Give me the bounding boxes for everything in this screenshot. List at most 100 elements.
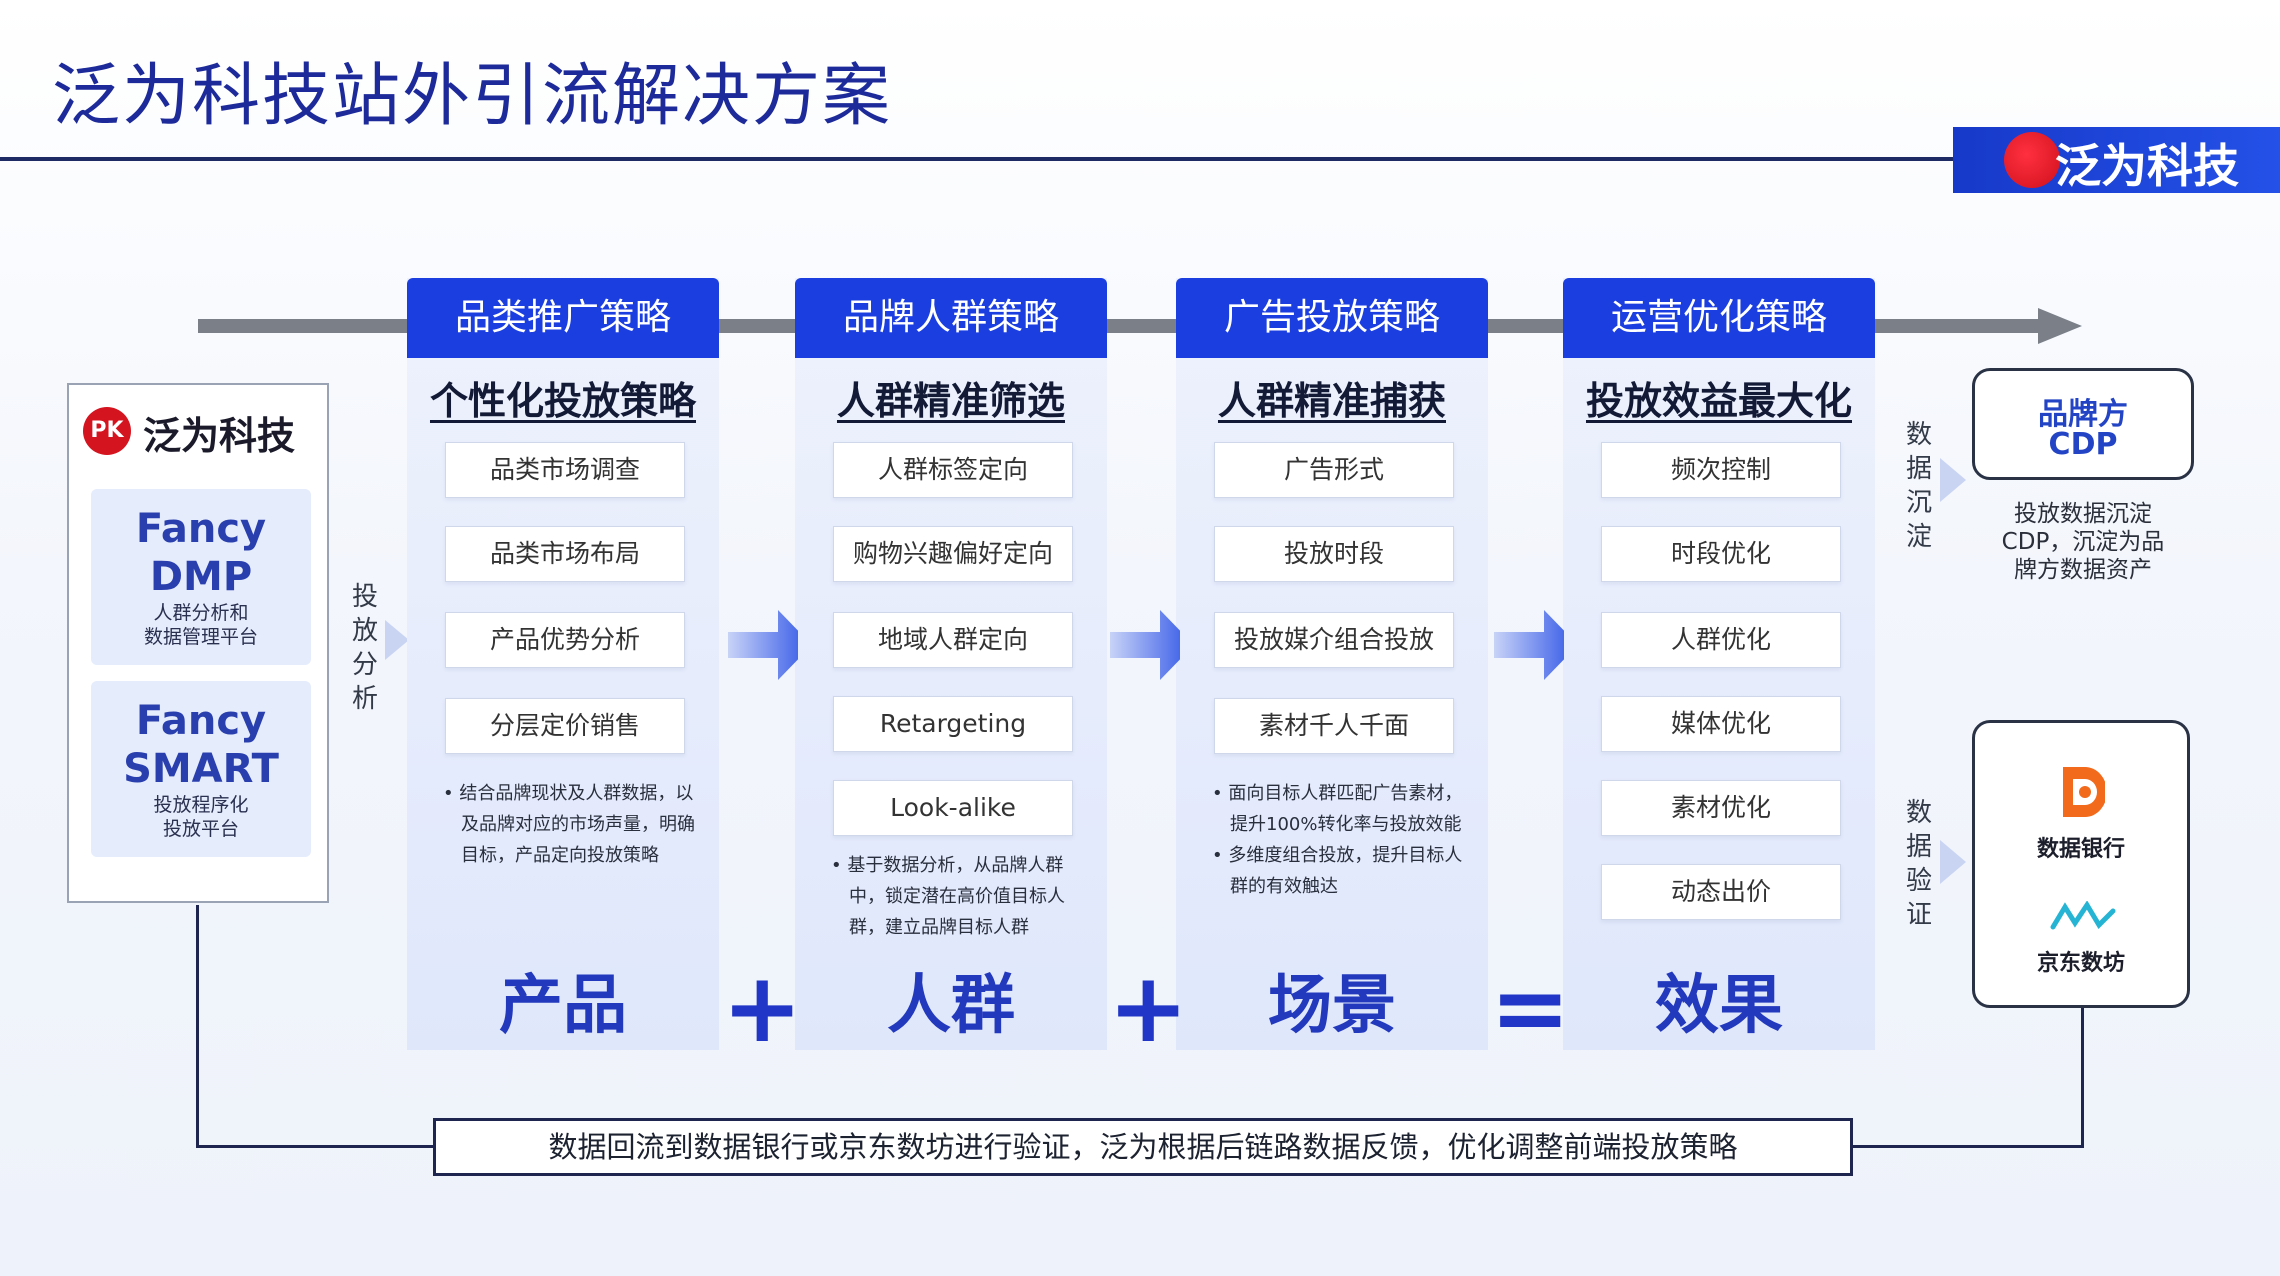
column-footer: 效果 bbox=[1655, 969, 1783, 1043]
strategy-column-audience: 品牌人群策略 人群精准筛选 人群标签定向 购物兴趣偏好定向 地域人群定向 Ret… bbox=[795, 278, 1107, 1050]
strategy-item: 频次控制 bbox=[1601, 442, 1841, 498]
column-subtitle: 个性化投放策略 bbox=[429, 379, 696, 423]
label-char: 据 bbox=[1905, 832, 1932, 862]
column-note: • 基于数据分析，从品牌人群中，锁定潜在高价值目标人群，建立品牌目标人群 bbox=[831, 850, 1099, 943]
card-desc-line2: 投放平台 bbox=[162, 818, 239, 840]
company-logo-icon: PK bbox=[83, 407, 131, 455]
platform-panel: PK 泛为科技 Fancy DMP 人群分析和 数据管理平台 Fancy SMA… bbox=[67, 383, 329, 903]
cdp-name: CDP bbox=[2048, 427, 2118, 462]
strategy-column-operations: 运营优化策略 投放效益最大化 频次控制 时段优化 人群优化 媒体优化 素材优化 … bbox=[1563, 278, 1875, 1050]
data-verify-label: 数 据 验 证 bbox=[1904, 796, 1934, 932]
card-name-line2: SMART bbox=[123, 746, 279, 792]
label-char: 验 bbox=[1905, 866, 1932, 896]
strategy-item: 品类市场调查 bbox=[445, 442, 685, 498]
jd-shufang-logo-icon bbox=[2050, 901, 2116, 930]
strategy-item: 广告形式 bbox=[1214, 442, 1454, 498]
label-char: 据 bbox=[1905, 454, 1932, 484]
partner-box: 数据银行 京东数坊 bbox=[1972, 720, 2190, 1008]
label-char: 数 bbox=[1905, 420, 1932, 450]
column-footer: 场景 bbox=[1268, 969, 1396, 1043]
label-char: 数 bbox=[1905, 798, 1932, 828]
chevron-right-icon bbox=[1110, 610, 1180, 680]
company-name: 泛为科技 bbox=[143, 414, 296, 458]
partner-name: 京东数坊 bbox=[2036, 951, 2125, 976]
strategy-item: 购物兴趣偏好定向 bbox=[833, 526, 1073, 582]
analysis-arrow-icon bbox=[385, 620, 409, 660]
label-char: 投 bbox=[351, 582, 378, 612]
strategy-item: Retargeting bbox=[833, 696, 1073, 752]
strategy-item: 投放媒介组合投放 bbox=[1214, 612, 1454, 668]
equals-operator: = bbox=[1490, 952, 1571, 1064]
column-header: 运营优化策略 bbox=[1563, 278, 1875, 358]
note-text: 基于数据分析，从品牌人群中，锁定潜在高价值目标人群，建立品牌目标人群 bbox=[847, 855, 1065, 938]
loop-connector-left bbox=[196, 905, 199, 1050]
fancy-dmp-card: Fancy DMP 人群分析和 数据管理平台 bbox=[91, 489, 311, 665]
loop-connector-right bbox=[2081, 1008, 2084, 1050]
data-bank-logo-icon bbox=[2063, 767, 2105, 817]
fancy-smart-card: Fancy SMART 投放程序化 投放平台 bbox=[91, 681, 311, 857]
label-char: 分 bbox=[351, 650, 378, 680]
strategy-item: 投放时段 bbox=[1214, 526, 1454, 582]
label-char: 证 bbox=[1905, 900, 1932, 930]
page-title: 泛为科技站外引流解决方案 bbox=[52, 57, 893, 136]
strategy-item: 分层定价销售 bbox=[445, 698, 685, 754]
card-desc-line2: 数据管理平台 bbox=[143, 626, 258, 648]
strategy-item: 地域人群定向 bbox=[833, 612, 1073, 668]
strategy-item: 人群优化 bbox=[1601, 612, 1841, 668]
label-char: 放 bbox=[351, 616, 378, 646]
timeline-arrowhead bbox=[2038, 308, 2082, 344]
label-char: 析 bbox=[351, 684, 378, 714]
chevron-right-icon bbox=[1494, 610, 1564, 680]
strategy-column-category: 品类推广策略 个性化投放策略 品类市场调查 品类市场布局 产品优势分析 分层定价… bbox=[407, 278, 719, 1050]
card-name-line1: Fancy bbox=[135, 698, 267, 744]
plus-operator: + bbox=[1108, 952, 1189, 1064]
strategy-item: 素材优化 bbox=[1601, 780, 1841, 836]
strategy-item: Look-alike bbox=[833, 780, 1073, 836]
column-note: • 面向目标人群匹配广告素材，提升100%转化率与投放效能 • 多维度组合投放，… bbox=[1212, 778, 1480, 902]
note-text: 面向目标人群匹配广告素材，提升100%转化率与投放效能 bbox=[1228, 783, 1463, 835]
note-line: 牌方数据资产 bbox=[2014, 557, 2152, 583]
strategy-item: 素材千人千面 bbox=[1214, 698, 1454, 754]
card-desc-line1: 投放程序化 bbox=[153, 794, 249, 816]
column-footer: 产品 bbox=[499, 969, 627, 1043]
brand-cdp-box: 品牌方 CDP bbox=[1972, 368, 2194, 480]
chevron-right-icon bbox=[728, 610, 798, 680]
note-text: 多维度组合投放，提升目标人群的有效触达 bbox=[1228, 845, 1463, 897]
note-row: • 多维度组合投放，提升目标人群的有效触达 bbox=[1212, 845, 1463, 897]
strategy-item: 媒体优化 bbox=[1601, 696, 1841, 752]
cdp-title: 品牌方 bbox=[2038, 397, 2128, 432]
analysis-label: 投 放 分 析 bbox=[350, 580, 380, 716]
note-row: • 面向目标人群匹配广告素材，提升100%转化率与投放效能 bbox=[1212, 783, 1463, 835]
deposit-arrow-icon bbox=[1940, 458, 1966, 502]
note-line: CDP，沉淀为品 bbox=[2001, 529, 2165, 555]
column-subtitle: 人群精准捕获 bbox=[1217, 379, 1446, 423]
strategy-item: 时段优化 bbox=[1601, 526, 1841, 582]
strategy-item: 产品优势分析 bbox=[445, 612, 685, 668]
column-subtitle: 投放效益最大化 bbox=[1585, 379, 1852, 423]
note-text: 结合品牌现状及人群数据，以及品牌对应的市场声量，明确目标，产品定向投放策略 bbox=[459, 783, 695, 866]
column-header: 品类推广策略 bbox=[407, 278, 719, 358]
strategy-column-ads: 广告投放策略 人群精准捕获 广告形式 投放时段 投放媒介组合投放 素材千人千面 … bbox=[1176, 278, 1488, 1050]
note-line: 投放数据沉淀 bbox=[2014, 501, 2152, 527]
title-divider bbox=[0, 157, 1960, 161]
verify-arrow-icon bbox=[1940, 840, 1966, 884]
label-char: 淀 bbox=[1905, 522, 1932, 552]
strategy-item: 动态出价 bbox=[1601, 864, 1841, 920]
card-desc-line1: 人群分析和 bbox=[153, 602, 249, 624]
plus-operator: + bbox=[722, 952, 803, 1064]
card-name-line1: Fancy bbox=[135, 506, 267, 552]
data-deposit-label: 数 据 沉 淀 bbox=[1904, 418, 1934, 554]
brand-logo-icon bbox=[2004, 132, 2060, 188]
note-row: • 结合品牌现状及人群数据，以及品牌对应的市场声量，明确目标，产品定向投放策略 bbox=[443, 783, 695, 866]
column-header: 品牌人群策略 bbox=[795, 278, 1107, 358]
strategy-item: 人群标签定向 bbox=[833, 442, 1073, 498]
label-char: 沉 bbox=[1905, 488, 1932, 518]
column-subtitle: 人群精准筛选 bbox=[836, 379, 1065, 423]
column-note: • 结合品牌现状及人群数据，以及品牌对应的市场声量，明确目标，产品定向投放策略 bbox=[443, 778, 711, 871]
note-row: • 基于数据分析，从品牌人群中，锁定潜在高价值目标人群，建立品牌目标人群 bbox=[831, 855, 1065, 938]
partner-name: 数据银行 bbox=[2036, 837, 2125, 862]
card-name-line2: DMP bbox=[149, 554, 253, 600]
cdp-note: 投放数据沉淀 CDP，沉淀为品 牌方数据资产 bbox=[1968, 500, 2198, 584]
column-footer: 人群 bbox=[887, 969, 1015, 1043]
feedback-text-box: 数据回流到数据银行或京东数坊进行验证，泛为根据后链路数据反馈，优化调整前端投放策… bbox=[433, 1118, 1853, 1176]
